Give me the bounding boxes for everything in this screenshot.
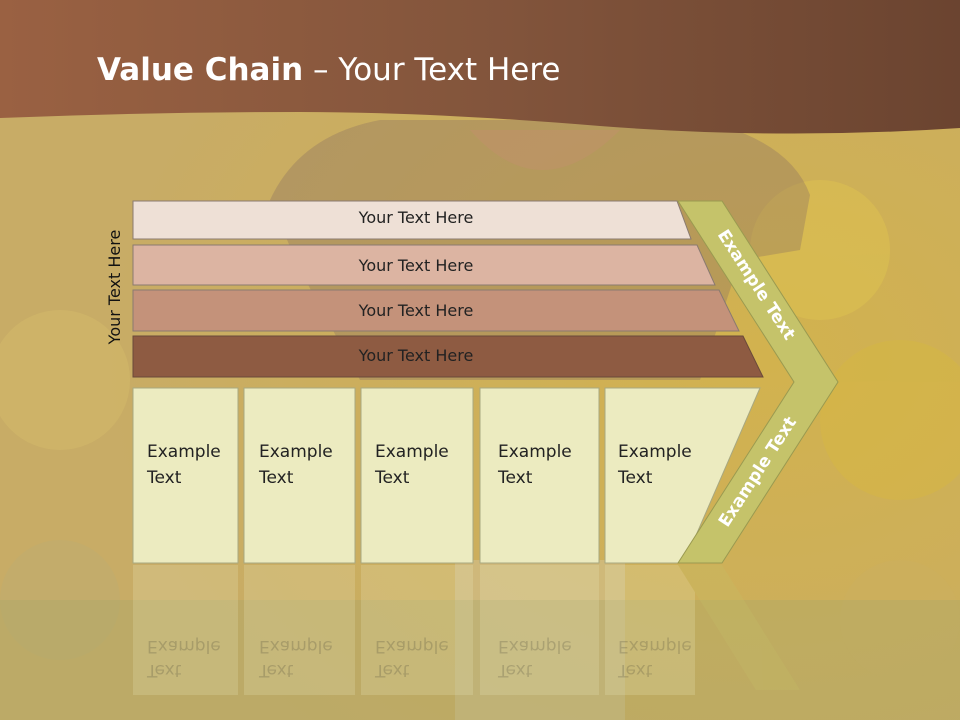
bar-1 bbox=[132, 200, 692, 240]
reflection-text-5: Text Example bbox=[618, 634, 692, 682]
column-text-2-line2: Text bbox=[259, 468, 294, 488]
reflection-text-2: Text Example bbox=[259, 634, 333, 682]
vertical-label: Your Text Here bbox=[105, 229, 124, 345]
column-text-1-line1: Example bbox=[147, 442, 221, 462]
reflection-text-4-line1: Example bbox=[498, 636, 572, 656]
reflection-text-3-line2: Text bbox=[375, 660, 410, 680]
reflection bbox=[133, 565, 800, 695]
column-text-2: Example Text bbox=[259, 439, 333, 491]
bar-3 bbox=[132, 289, 740, 332]
column-text-2-line1: Example bbox=[259, 442, 333, 462]
bar-2 bbox=[132, 244, 716, 286]
reflection-text-5-line2: Text bbox=[618, 660, 653, 680]
reflection-text-1-line2: Text bbox=[147, 660, 182, 680]
column-text-3-line2: Text bbox=[375, 468, 410, 488]
column-text-5-line2: Text bbox=[618, 468, 653, 488]
bar-label-4: Your Text Here bbox=[358, 346, 474, 365]
column-text-3: Example Text bbox=[375, 439, 449, 491]
column-text-4-line2: Text bbox=[498, 468, 533, 488]
reflection-text-5-line1: Example bbox=[618, 636, 692, 656]
column-box-4 bbox=[479, 387, 600, 564]
column-text-4-line1: Example bbox=[498, 442, 572, 462]
column-text-1: Example Text bbox=[147, 439, 221, 491]
reflection-text-1-line1: Example bbox=[147, 636, 221, 656]
column-box-1 bbox=[132, 387, 239, 564]
column-text-5-line1: Example bbox=[618, 442, 692, 462]
column-box-3 bbox=[360, 387, 474, 564]
bar-4 bbox=[132, 335, 764, 378]
chevron-arrow bbox=[677, 200, 839, 564]
title-rest: – Your Text Here bbox=[303, 52, 561, 88]
title-bold: Value Chain bbox=[97, 52, 304, 88]
reflection-text-4-line2: Text bbox=[498, 660, 533, 680]
bar-label-3: Your Text Here bbox=[358, 301, 474, 320]
bar-label-1: Your Text Here bbox=[358, 208, 474, 227]
column-text-3-line1: Example bbox=[375, 442, 449, 462]
reflection-text-2-line2: Text bbox=[259, 660, 294, 680]
column-text-5: Example Text bbox=[618, 439, 692, 491]
column-text-1-line2: Text bbox=[147, 468, 182, 488]
reflection-text-3-line1: Example bbox=[375, 636, 449, 656]
reflection-text-4: Text Example bbox=[498, 634, 572, 682]
column-text-4: Example Text bbox=[498, 439, 572, 491]
reflection-text-1: Text Example bbox=[147, 634, 221, 682]
bar-label-2: Your Text Here bbox=[358, 256, 474, 275]
slide-title: Value Chain – Your Text Here bbox=[97, 52, 560, 88]
column-box-2 bbox=[243, 387, 356, 564]
reflection-text-3: Text Example bbox=[375, 634, 449, 682]
reflection-text-2-line1: Example bbox=[259, 636, 333, 656]
